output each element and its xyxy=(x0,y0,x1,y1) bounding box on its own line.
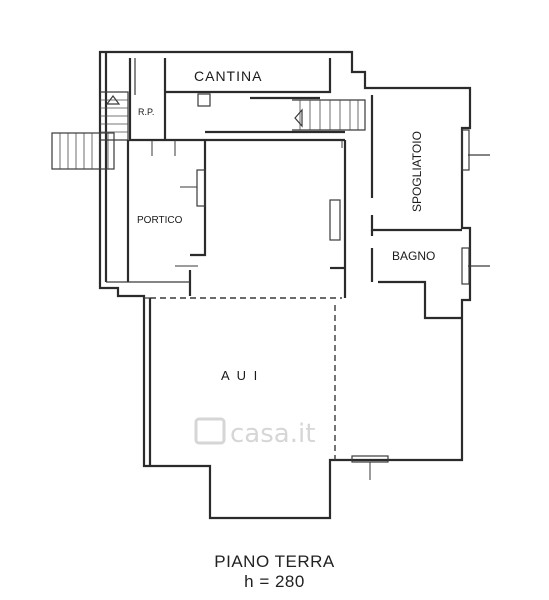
portico-walls xyxy=(106,140,190,283)
watermark-logo: casa.it xyxy=(194,417,315,449)
door-markers xyxy=(151,140,371,480)
room-label-cantina: CANTINA xyxy=(194,68,262,84)
right-rooms-walls xyxy=(370,95,490,320)
dashed-divider xyxy=(150,297,342,460)
room-label-aui: A U I xyxy=(221,368,259,383)
room-label-bagno: BAGNO xyxy=(392,249,435,263)
room-label-portico: PORTICO xyxy=(137,215,183,226)
interior-stairs-right xyxy=(292,99,366,131)
exterior-stairs xyxy=(51,132,115,170)
room-label-rp: R.P. xyxy=(138,107,154,117)
central-room-walls xyxy=(188,130,347,296)
interior-stairs-left xyxy=(100,91,129,141)
plan-title: PIANO TERRA xyxy=(214,552,335,571)
cantina-walls xyxy=(128,58,345,142)
watermark-text: casa.it xyxy=(230,419,315,449)
plan-height: h = 280 xyxy=(244,572,305,591)
outer-walls xyxy=(98,50,472,520)
room-label-spogliatoio: SPOGLIATOIO xyxy=(410,131,424,212)
